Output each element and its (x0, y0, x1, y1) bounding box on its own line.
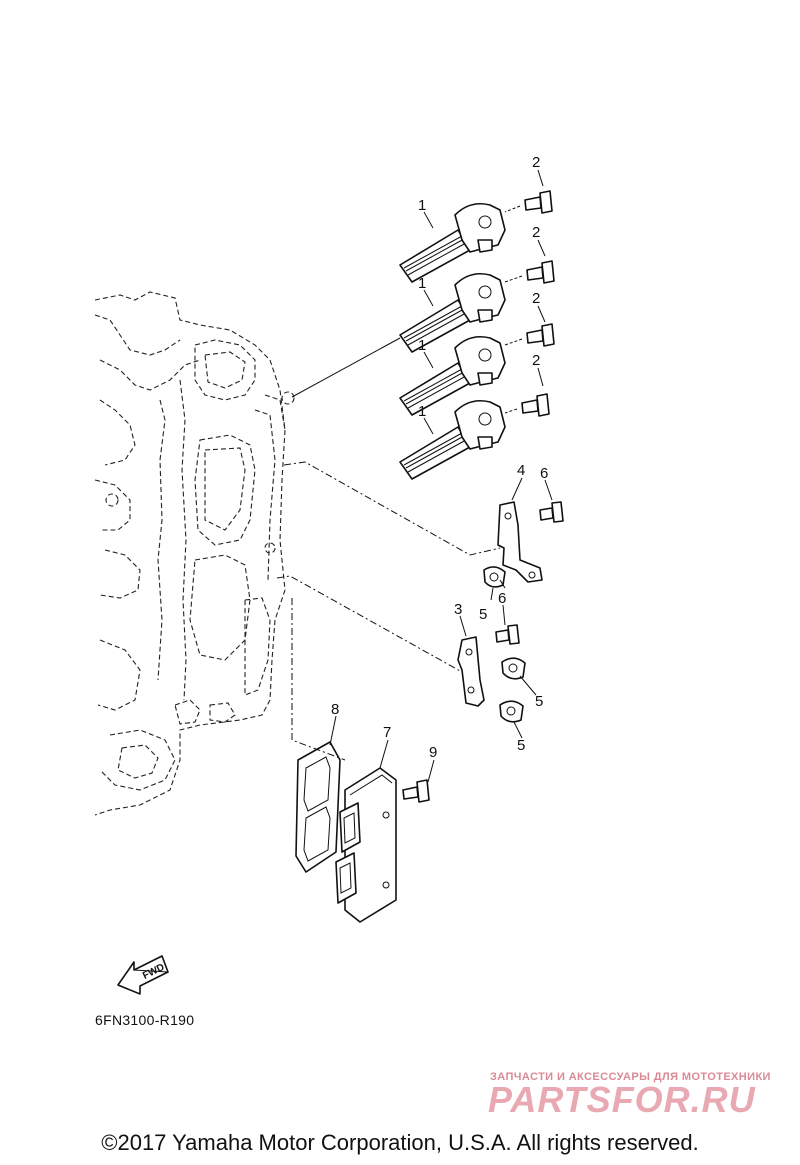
bolt (402, 779, 430, 803)
callout-bolt: 6 (540, 465, 548, 482)
callout-ignition-coil: 1 (418, 403, 426, 420)
clamp (499, 700, 524, 723)
callout-bolt: 2 (532, 352, 540, 369)
bolt (504, 323, 555, 347)
bracket-lower (457, 636, 485, 707)
assembly-guide-lines (276, 337, 506, 761)
callout-leaders (329, 169, 553, 783)
bolt (539, 501, 564, 523)
clamp (483, 566, 506, 588)
bolt (504, 190, 553, 214)
watermark-tagline: ЗАПЧАСТИ И АКСЕССУАРЫ ДЛЯ МОТОТЕХНИКИ (490, 1071, 771, 1083)
ignition-coil (399, 202, 506, 283)
callout-bracket-upper: 4 (517, 462, 525, 479)
ignition-coil (399, 272, 506, 353)
callout-clamp: 5 (479, 606, 487, 623)
clamp (501, 657, 526, 680)
ignition-coil-group (399, 202, 506, 480)
callout-labels: 1 1 1 1 2 2 2 2 3 4 5 5 5 6 6 7 8 9 (331, 154, 548, 761)
bolt (495, 624, 520, 645)
callout-bolt: 2 (532, 224, 540, 241)
ignition-coil (399, 335, 506, 416)
bracket-upper (497, 501, 543, 583)
ignition-coil (399, 399, 506, 480)
copyright-notice: ©2017 Yamaha Motor Corporation, U.S.A. A… (101, 1130, 699, 1155)
bolt (504, 393, 550, 417)
callout-bracket-lower: 3 (454, 601, 462, 618)
callout-ignition-coil: 1 (418, 337, 426, 354)
engine-block-outline (94, 291, 295, 816)
bolt (504, 260, 555, 284)
bolt-group (504, 190, 555, 417)
callout-clamp: 5 (535, 693, 543, 710)
diagram-reference-code: 6FN3100-R190 (95, 1012, 195, 1028)
gasket (295, 741, 341, 873)
callout-gasket: 8 (331, 701, 339, 718)
callout-bolt: 2 (532, 154, 540, 171)
callout-bolt: 2 (532, 290, 540, 307)
callout-bolt: 9 (429, 744, 437, 761)
watermark-brand: PARTSFOR.RU (488, 1079, 756, 1120)
callout-ignition-coil: 1 (418, 197, 426, 214)
callout-clamp: 5 (517, 737, 525, 754)
callout-bolt: 6 (498, 590, 506, 607)
engine-control-module (335, 767, 397, 923)
callout-ignition-coil: 1 (418, 275, 426, 292)
callout-engine-control-module: 7 (383, 724, 391, 741)
forward-direction-arrow: FWD (117, 955, 169, 995)
